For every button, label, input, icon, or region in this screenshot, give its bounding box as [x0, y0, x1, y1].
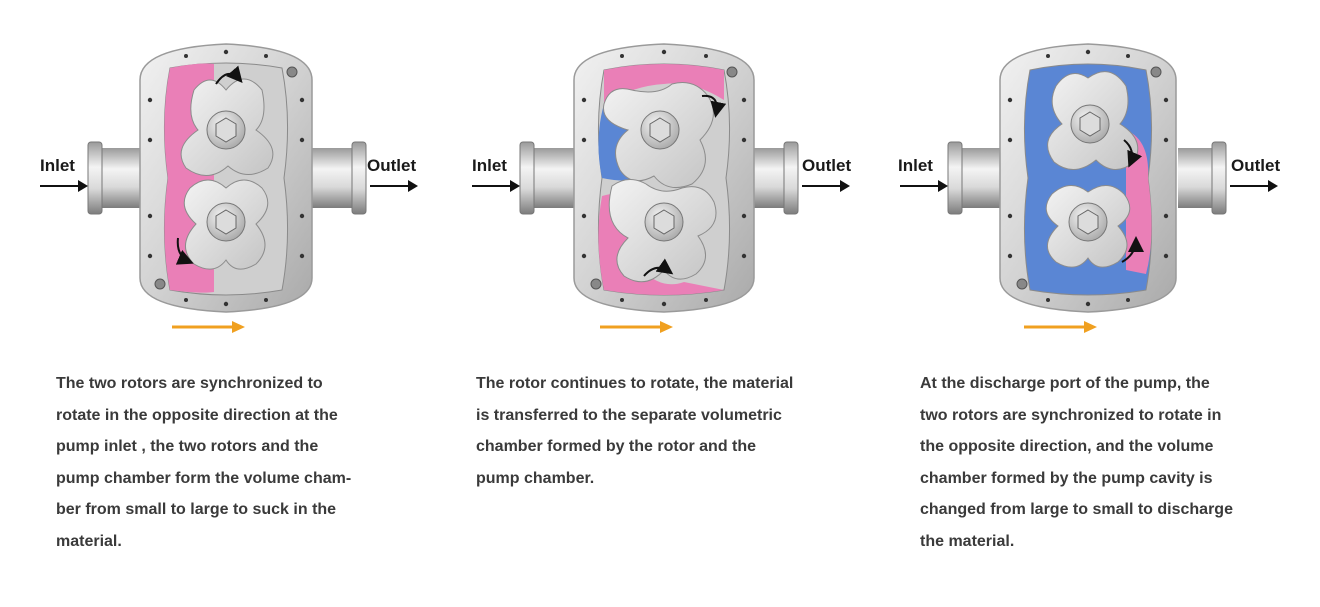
bolt-head: [154, 278, 166, 290]
inlet-arrowhead-icon: [510, 180, 520, 192]
caption-line: changed from large to small to discharge: [920, 501, 1233, 518]
stage-caption: At the discharge port of the pump, the t…: [920, 368, 1290, 557]
flow-arrowhead-icon: [660, 321, 673, 333]
inlet-label: Inlet: [40, 156, 75, 175]
inlet-flange: [519, 141, 535, 215]
rotation-arrow-icon: [643, 258, 674, 277]
rotation-arrow-icon: [215, 65, 243, 85]
outlet-flange: [783, 141, 799, 215]
inlet-arrowhead-icon: [78, 180, 88, 192]
outlet-flange: [351, 141, 367, 215]
stage-panel-2: Inlet Outlet The rotor continues to rota…: [432, 0, 872, 607]
stage-panel-1: Inlet Outlet The two rotors are synchron…: [0, 0, 440, 607]
caption-line: pump inlet , the two rotors and the: [56, 438, 319, 455]
caption-line: The rotor continues to rotate, the mater…: [476, 375, 794, 392]
pump-diagram: [472, 43, 850, 333]
caption-line: two rotors are synchronized to rotate in: [920, 406, 1222, 424]
inlet-arrowhead-icon: [938, 180, 948, 192]
caption-line: At the discharge port of the pump, the: [920, 375, 1210, 392]
flow-arrowhead-icon: [232, 321, 245, 333]
lower-rotor: [608, 179, 717, 283]
lower-rotor: [1045, 185, 1131, 268]
outlet-arrowhead-icon: [1268, 180, 1278, 192]
stage-caption: The two rotors are synchronized to rotat…: [56, 368, 401, 557]
outlet-arrowhead-icon: [408, 180, 418, 192]
rotation-arrow-icon: [701, 94, 727, 118]
inlet-label: Inlet: [472, 156, 507, 175]
bolt-head: [286, 66, 298, 78]
upper-rotor: [1047, 71, 1139, 170]
rotation-arrow-icon: [1123, 139, 1143, 168]
pump-diagram: [900, 43, 1278, 333]
inlet-label: Inlet: [898, 156, 933, 175]
bolt-head: [726, 66, 738, 78]
inlet-flange: [947, 141, 963, 215]
pump-diagram: [40, 43, 418, 333]
flow-arrowhead-icon: [1084, 321, 1097, 333]
material-pink: [604, 64, 724, 104]
inlet-flange: [87, 141, 103, 215]
rotation-arrow-icon: [1121, 236, 1144, 263]
outlet-label: Outlet: [1231, 156, 1281, 175]
outlet-flange: [1211, 141, 1227, 215]
caption-line: pump chamber form the volume cham-: [56, 469, 352, 487]
housing-bolts: [581, 49, 747, 307]
caption-line: chamber formed by the pump cavity is: [920, 469, 1213, 487]
caption-line: material.: [56, 532, 122, 550]
caption-line: rotate in the opposite direction at the: [56, 406, 338, 424]
outlet-label: Outlet: [802, 156, 852, 175]
caption-line: chamber formed by the rotor and the: [476, 438, 757, 455]
outlet-label: Outlet: [367, 156, 417, 175]
caption-line: The two rotors are synchronized to: [56, 375, 323, 392]
bolt-head: [1016, 278, 1028, 290]
upper-rotor: [603, 82, 714, 189]
housing-bolts: [1007, 49, 1169, 307]
outlet-arrowhead-icon: [840, 180, 850, 192]
bolt-head: [1150, 66, 1162, 78]
stage-caption: The rotor continues to rotate, the mater…: [476, 368, 856, 494]
caption-line: is transferred to the separate volumetri…: [476, 406, 782, 424]
caption-line: ber from small to large to suck in the: [56, 501, 337, 518]
upper-rotor: [180, 78, 274, 176]
bolt-head: [590, 278, 602, 290]
caption-line: pump chamber.: [476, 469, 595, 487]
rotation-arrow-icon: [175, 237, 194, 265]
housing-bolts: [147, 49, 305, 307]
stage-panel-3: Inlet Outlet At the discharge port of th…: [860, 0, 1300, 607]
caption-line: the material.: [920, 532, 1015, 550]
lower-rotor: [183, 179, 269, 270]
caption-line: the opposite direction, and the volume: [920, 438, 1214, 455]
